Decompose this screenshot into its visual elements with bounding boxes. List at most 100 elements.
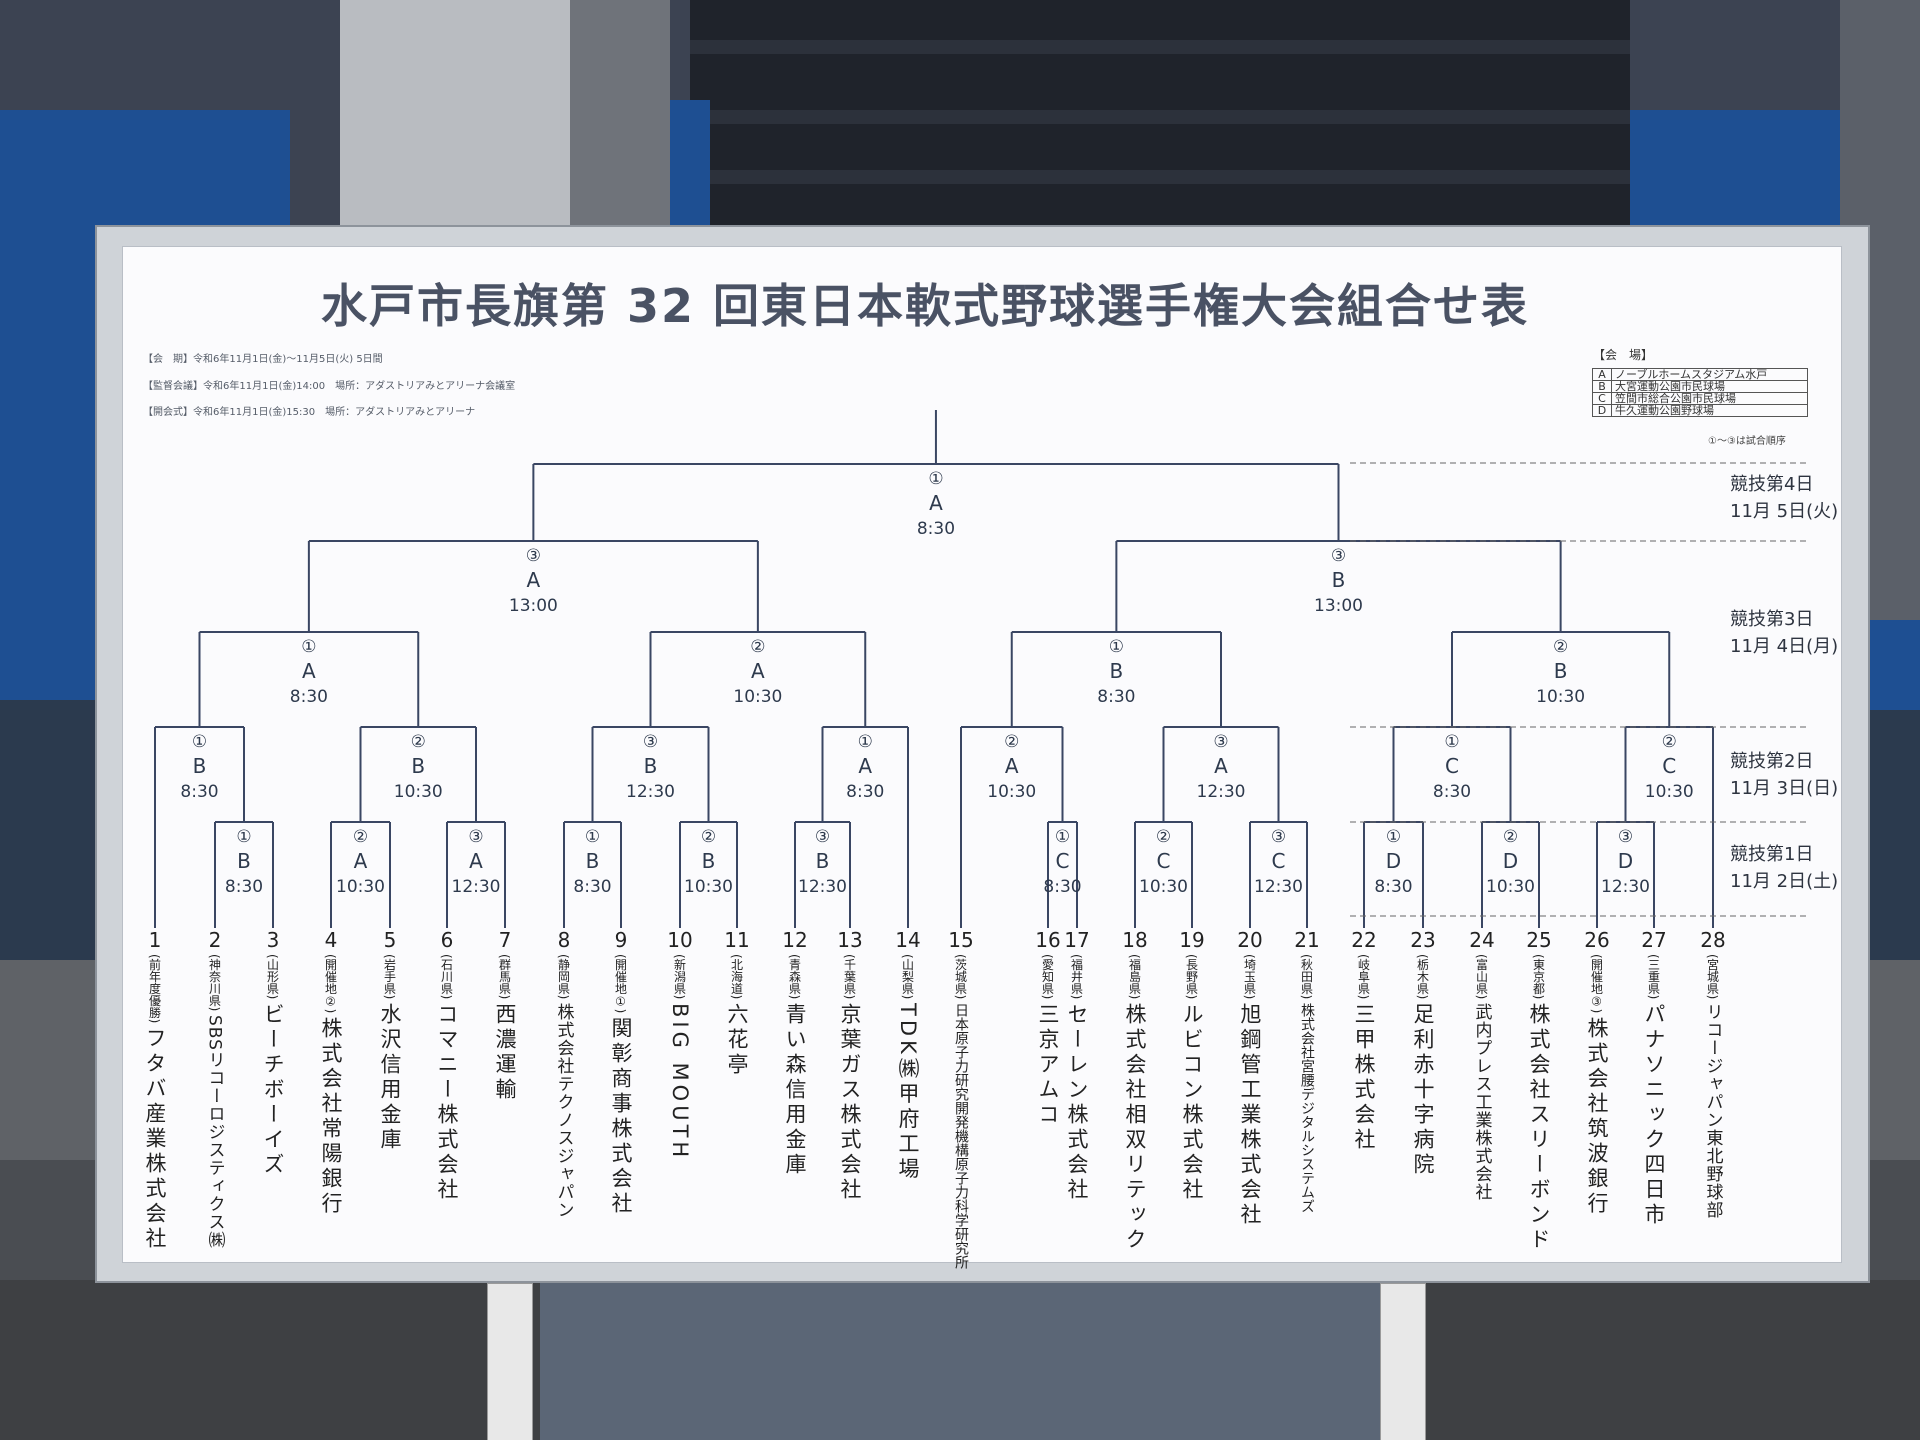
team-name: BIG MOUTH	[668, 1003, 692, 1162]
team-entry: 11(北海道)六花亭	[717, 928, 757, 1078]
team-number: 17	[1064, 928, 1090, 952]
match-time: 10:30	[733, 687, 782, 707]
team-name: 株式会社相双リテック	[1123, 1003, 1147, 1254]
team-entry: 26(開催地③)株式会社筑波銀行	[1577, 928, 1617, 1217]
team-prefecture: (東京都)	[1531, 954, 1546, 1000]
match-order: ①	[192, 732, 207, 752]
match-order: ②	[1156, 827, 1171, 847]
team-number: 8	[557, 928, 571, 952]
team-entry: 20(埼玉県)旭鋼管工業株式会社	[1230, 928, 1270, 1228]
info-period: 【会 期】令和6年11月1日(金)～11月5日(火) 5日間	[143, 354, 383, 365]
match-order: ①	[928, 469, 943, 489]
team-number: 11	[724, 928, 750, 952]
team-entry: 22(岐阜県)三甲株式会社	[1344, 928, 1384, 1153]
match-venue: B	[1110, 659, 1124, 683]
team-name: 六花亭	[725, 1003, 749, 1079]
match-time: 8:30	[573, 877, 611, 897]
team-number: 13	[837, 928, 863, 952]
match-venue: B	[644, 754, 658, 778]
team-name: SBSリコーロジスティクス㈱	[204, 1015, 225, 1250]
team-name: 三甲株式会社	[1352, 1003, 1376, 1154]
team-entry: 16(愛知県)三京アムコ	[1028, 928, 1068, 1128]
team-entry: 27(三重県)パナソニック四日市	[1634, 928, 1674, 1228]
match-order: ①	[301, 637, 316, 657]
team-name: 株式会社テクノスジャパン	[553, 1003, 574, 1220]
team-name: セーレン株式会社	[1065, 1003, 1089, 1204]
match-time: 12:30	[1601, 877, 1650, 897]
team-name: TDK㈱甲府工場	[896, 1003, 920, 1184]
team-number: 25	[1526, 928, 1552, 952]
match-time: 12:30	[798, 877, 847, 897]
team-prefecture: (千葉県)	[842, 954, 857, 1000]
team-number: 1	[148, 928, 162, 952]
team-number: 26	[1584, 928, 1610, 952]
team-number: 15	[948, 928, 974, 952]
team-number: 6	[440, 928, 454, 952]
team-number: 24	[1469, 928, 1495, 952]
board-title: 水戸市長旗第 32 回東日本軟式野球選手権大会組合せ表	[320, 279, 1530, 333]
team-entry: 6(石川県)コマニー株式会社	[427, 928, 467, 1203]
match-time: 13:00	[1314, 596, 1363, 616]
match-order: ①	[585, 827, 600, 847]
team-name: フタバ産業株式会社	[143, 1027, 167, 1253]
match-venue: A	[527, 568, 541, 592]
match-venue: A	[1214, 754, 1228, 778]
board-post-right	[1380, 1283, 1426, 1440]
team-prefecture: (開催地②)	[323, 954, 338, 1014]
match-order: ③	[1213, 732, 1228, 752]
match-order: ①	[1055, 827, 1070, 847]
match-venue: B	[411, 754, 425, 778]
tournament-board	[122, 246, 1842, 1263]
team-prefecture: (富山県)	[1474, 954, 1489, 1000]
team-number: 18	[1122, 928, 1148, 952]
match-time: 10:30	[1486, 877, 1535, 897]
match-time: 10:30	[394, 782, 443, 802]
team-name: 足利赤十字病院	[1411, 1003, 1435, 1179]
team-entry: 19(長野県)ルビコン株式会社	[1172, 928, 1212, 1203]
team-name: 日本原子力研究開発機構原子力科学研究所	[953, 1003, 969, 1270]
team-name: 武内プレス工業株式会社	[1471, 1003, 1492, 1202]
team-entry: 28(宮城県)リコージャパン東北野球部	[1693, 928, 1733, 1219]
team-number: 21	[1294, 928, 1320, 952]
match-venue: A	[751, 659, 765, 683]
match-order: ②	[1503, 827, 1518, 847]
venue-heading: 【会 場】	[1593, 348, 1654, 362]
match-time: 8:30	[1097, 687, 1135, 707]
match-venue: D	[1618, 849, 1633, 873]
team-prefecture: (石川県)	[439, 954, 454, 1000]
team-prefecture: (長野県)	[1184, 954, 1199, 1000]
match-time: 8:30	[1374, 877, 1412, 897]
match-order: ③	[1271, 827, 1286, 847]
match-order: ②	[1553, 637, 1568, 657]
team-number: 3	[266, 928, 280, 952]
match-time: 10:30	[987, 782, 1036, 802]
team-entry: 21(秋田県)株式会社宮腰デジタルシステムズ	[1287, 928, 1327, 1213]
team-name: 株式会社スリーボンド	[1527, 1003, 1551, 1254]
team-number: 10	[667, 928, 693, 952]
match-venue: C	[1056, 849, 1070, 873]
team-entry: 25 (東京都) 株式会社スリーボンド	[1519, 928, 1559, 1253]
info-meeting: 【監督会議】令和6年11月1日(金)14:00 場所：アダストリアみとアリーナ会…	[143, 381, 516, 392]
team-name: 旭鋼管工業株式会社	[1238, 1003, 1262, 1229]
match-venue: D	[1503, 849, 1518, 873]
team-name: 三京アムコ	[1036, 1003, 1060, 1129]
match-venue: B	[1332, 568, 1346, 592]
team-entry: 13(千葉県)京葉ガス株式会社	[830, 928, 870, 1203]
match-order: ②	[701, 827, 716, 847]
match-order: ①	[1444, 732, 1459, 752]
board-cabinet	[540, 1283, 1380, 1440]
team-entry: 1(前年度優勝)フタバ産業株式会社	[135, 928, 175, 1252]
match-time: 10:30	[1645, 782, 1694, 802]
team-prefecture: (青森県)	[787, 954, 802, 1000]
team-entry: 7(群馬県)西濃運輸	[485, 928, 525, 1103]
match-order: ②	[750, 637, 765, 657]
team-number: 23	[1410, 928, 1436, 952]
match-time: 8:30	[1433, 782, 1471, 802]
match-venue: B	[1554, 659, 1568, 683]
match-time: 8:30	[180, 782, 218, 802]
team-prefecture: (三重県)	[1646, 954, 1661, 1000]
